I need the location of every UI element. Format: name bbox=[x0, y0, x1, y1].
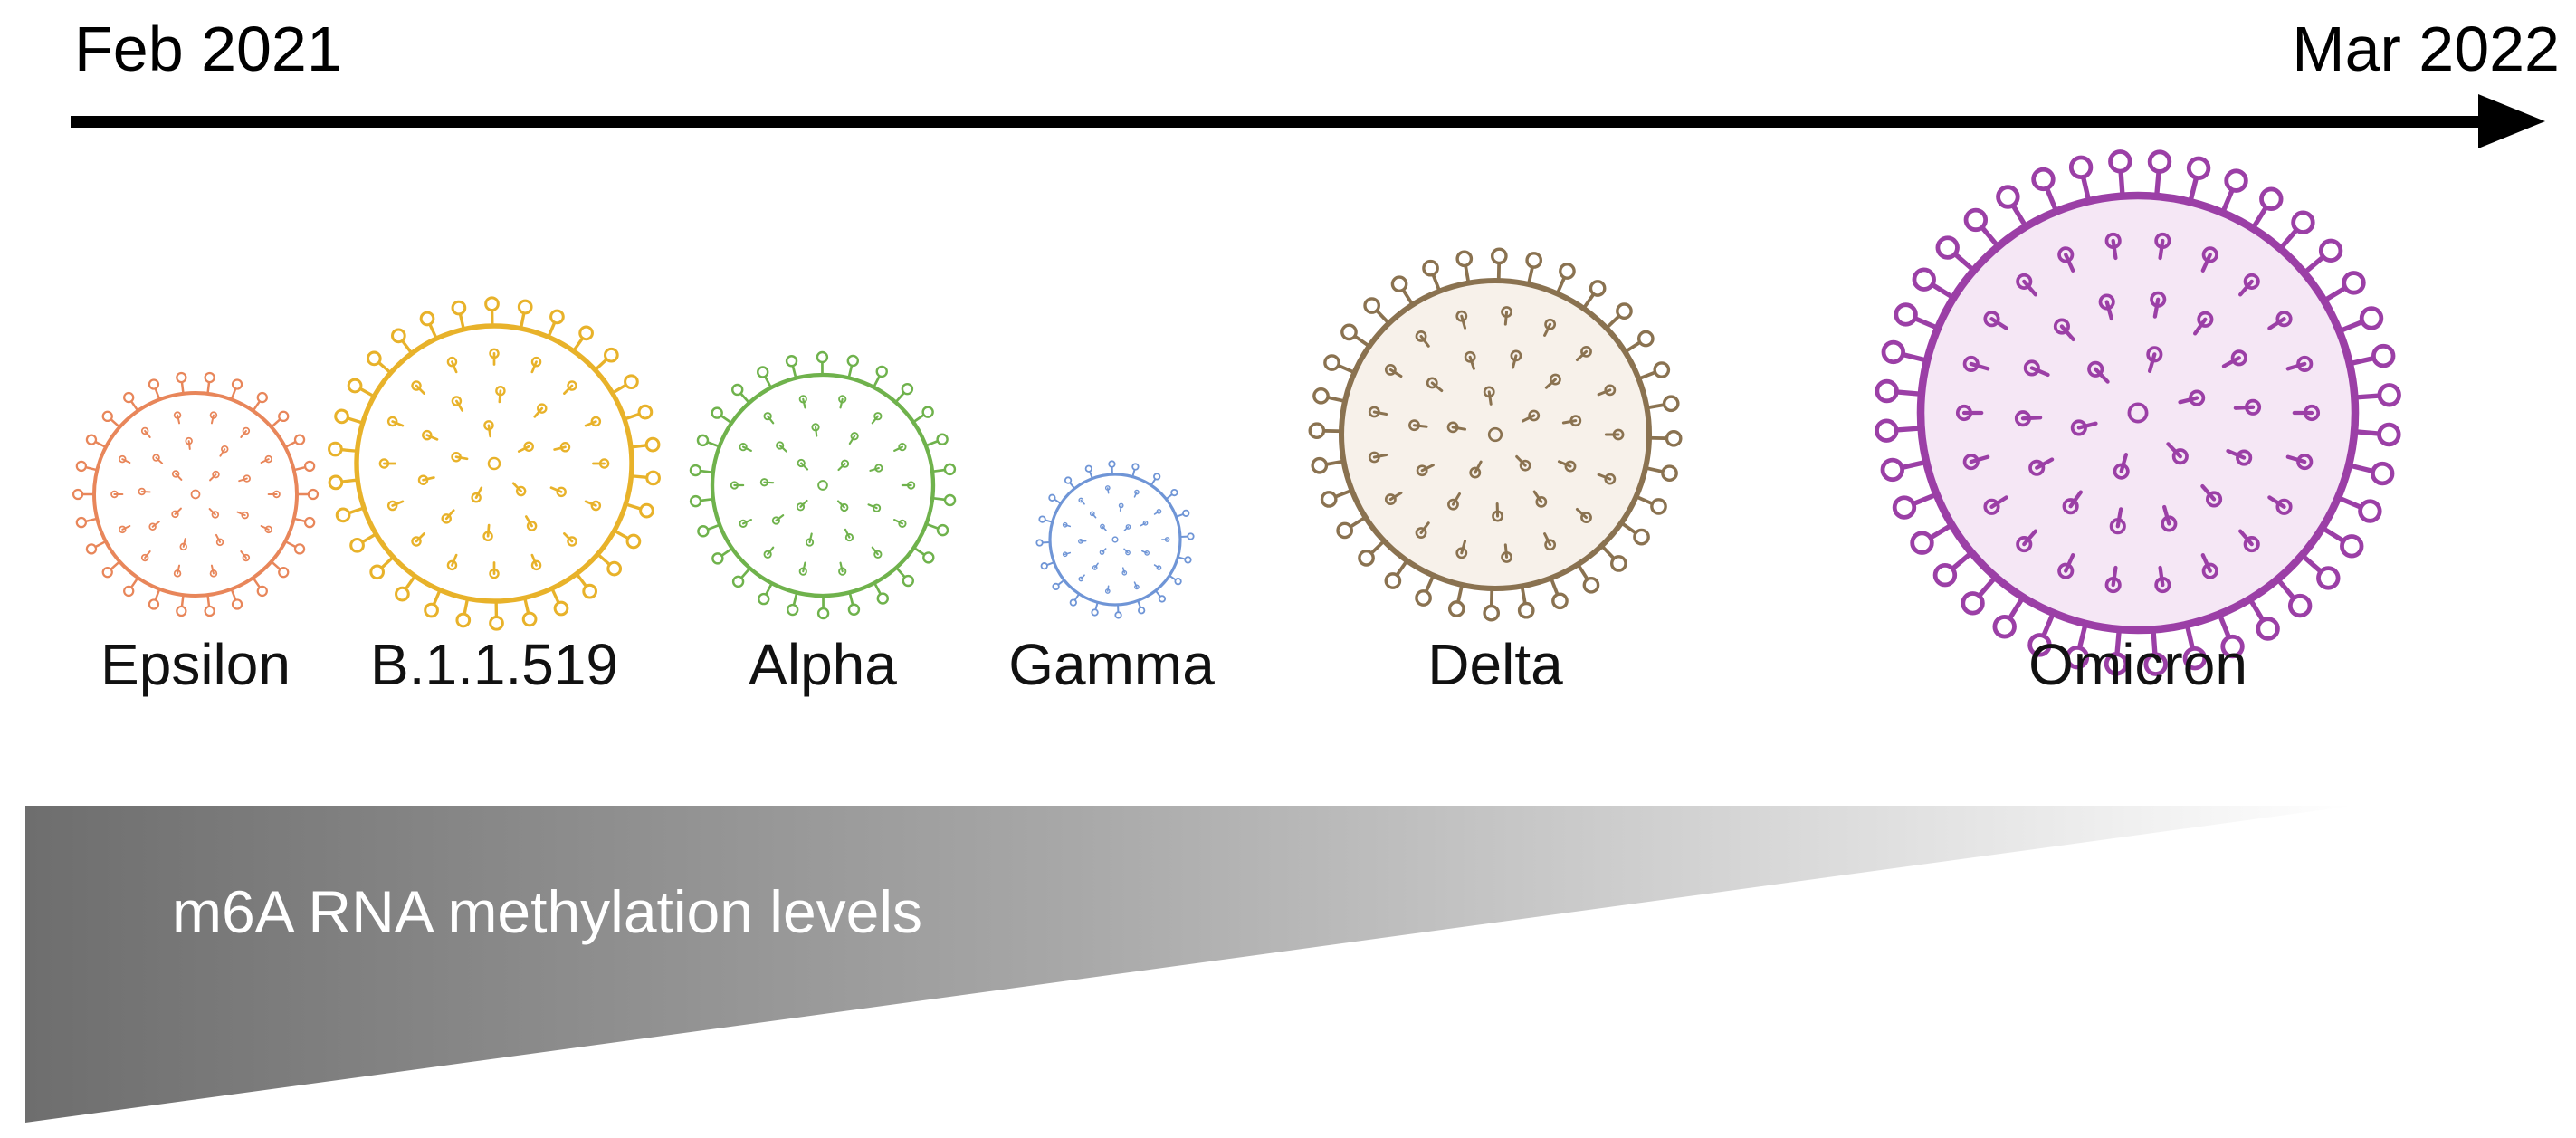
timeline-arrow bbox=[71, 94, 2545, 148]
variant-label-omicron: Omicron bbox=[2028, 632, 2247, 697]
timeline-arrowhead bbox=[2478, 94, 2545, 148]
timeline-end-label: Mar 2022 bbox=[2292, 14, 2560, 84]
timeline-line bbox=[71, 116, 2496, 128]
virus-alpha-icon bbox=[689, 350, 957, 620]
variant-label-b11519: B.1.1.519 bbox=[370, 632, 618, 697]
variant-label-delta: Delta bbox=[1427, 632, 1563, 697]
methylation-levels-label: m6A RNA methylation levels bbox=[172, 878, 922, 945]
methylation-gradient-wedge bbox=[25, 806, 2353, 1123]
virus-delta-icon bbox=[1308, 247, 1683, 622]
variant-label-epsilon: Epsilon bbox=[100, 632, 291, 697]
variant-label-alpha: Alpha bbox=[749, 632, 897, 697]
variant-label-gamma: Gamma bbox=[1008, 632, 1215, 697]
timeline-start-label: Feb 2021 bbox=[74, 14, 342, 84]
virus-omicron-icon bbox=[1875, 149, 2401, 676]
virus-epsilon-icon bbox=[72, 371, 320, 617]
virus-gamma-icon bbox=[1035, 460, 1195, 619]
virus-b11519-icon bbox=[328, 296, 661, 631]
